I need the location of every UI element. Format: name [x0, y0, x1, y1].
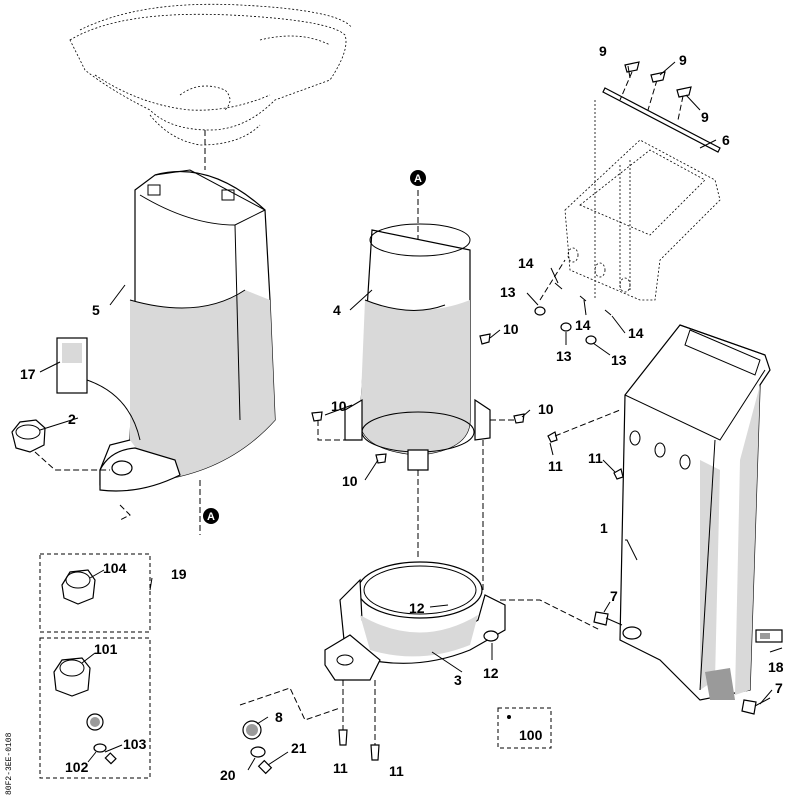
callout-9a: 9	[599, 43, 607, 59]
callout-11b: 11	[588, 450, 603, 466]
callout-19: 19	[171, 566, 187, 582]
callout-7a: 7	[610, 588, 618, 604]
callout-14a: 14	[518, 255, 534, 271]
knob-part-2	[11, 419, 110, 471]
reference-marker-top: A	[410, 170, 426, 186]
callout-10b: 10	[331, 398, 347, 414]
fasteners-part-13-14	[534, 259, 612, 345]
callout-102: 102	[65, 759, 89, 775]
callout-4: 4	[333, 302, 341, 318]
kit-box-part-100	[497, 707, 552, 749]
callout-12b: 12	[483, 665, 499, 681]
base-ring-part-3	[324, 440, 601, 745]
reference-label-bottom: A	[207, 511, 215, 523]
callout-13a: 13	[500, 284, 516, 300]
discharge-chute-part-1	[619, 324, 771, 701]
inner-chute-part-4	[344, 223, 491, 471]
leader-lines	[39, 61, 783, 771]
screws-part-10	[311, 333, 525, 464]
callout-101: 101	[94, 641, 118, 657]
callout-9c: 9	[701, 109, 709, 125]
callout-100: 100	[519, 727, 543, 743]
decal-part-18	[755, 629, 783, 643]
callout-13c: 13	[611, 352, 627, 368]
callout-10c: 10	[538, 401, 554, 417]
callout-17: 17	[20, 366, 36, 382]
callout-2: 2	[68, 411, 76, 427]
kit-box-part-19	[39, 553, 151, 779]
reference-arrows	[119, 190, 419, 535]
callout-21: 21	[291, 740, 307, 756]
callout-labels: 9 9 9 6 5 4 14 13 10 14 14 13 13 17 10 1…	[20, 43, 784, 783]
screws-part-11	[338, 409, 624, 761]
frame-phantom	[564, 100, 721, 301]
callout-11a: 11	[548, 458, 563, 474]
callout-14c: 14	[628, 325, 644, 341]
callout-20: 20	[220, 767, 236, 783]
knob-assembly-part-8	[239, 687, 341, 775]
reference-marker-bottom: A	[203, 508, 219, 524]
callout-104: 104	[103, 560, 127, 576]
hopper-phantom	[69, 3, 353, 170]
callout-8: 8	[275, 709, 283, 725]
diagram-code: 80F2-3EE-0108	[5, 732, 14, 795]
callout-7b: 7	[775, 680, 783, 696]
callout-10d: 10	[342, 473, 358, 489]
decal-part-17	[56, 337, 141, 441]
callout-10a: 10	[503, 321, 519, 337]
callout-5: 5	[92, 302, 100, 318]
bolts-part-7	[593, 611, 771, 715]
callout-18: 18	[768, 659, 784, 675]
screws-part-9	[624, 61, 692, 98]
callout-103: 103	[123, 736, 147, 752]
callout-12a: 12	[409, 600, 425, 616]
callout-11c: 11	[333, 760, 348, 776]
callout-11d: 11	[389, 763, 404, 779]
chute-housing-part-5	[99, 169, 276, 492]
callout-13b: 13	[556, 348, 572, 364]
callout-1: 1	[600, 520, 608, 536]
callout-14b: 14	[575, 317, 591, 333]
callout-3: 3	[454, 672, 462, 688]
callout-9b: 9	[679, 52, 687, 68]
callout-6: 6	[722, 132, 730, 148]
reference-label-top: A	[414, 173, 422, 185]
